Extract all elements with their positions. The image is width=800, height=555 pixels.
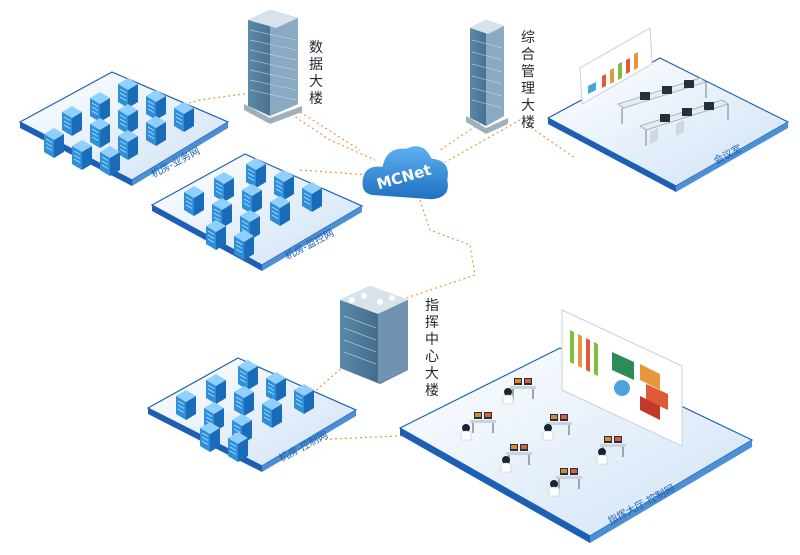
link-control-room (304, 364, 346, 401)
zone-control-room (146, 357, 358, 472)
building-label-text: 综合管理大楼 (521, 30, 535, 131)
building-label-command: 指挥中心大楼 (424, 298, 440, 400)
video-wall (561, 309, 683, 447)
zone-meeting-room (546, 27, 790, 192)
zone-monitor-room (150, 153, 364, 271)
mcnet-cloud-icon (361, 144, 450, 201)
link-monitor-room (299, 169, 371, 176)
link-meeting-room (439, 119, 576, 166)
presentation-screen (579, 27, 653, 105)
building-label-data: 数据大楼 (308, 40, 324, 108)
building-label-text: 指挥中心大楼 (425, 298, 439, 399)
building-label-management: 综合管理大楼 (520, 30, 536, 132)
zone-business-room (18, 71, 230, 186)
data-building (244, 10, 302, 124)
command-center-building (340, 286, 408, 384)
building-label-text: 数据大楼 (309, 40, 323, 107)
link-data-building (299, 111, 361, 151)
management-building (466, 20, 508, 134)
meeting-tables (617, 77, 729, 146)
zone-command-hall (398, 309, 754, 543)
link-command-building (399, 199, 476, 301)
